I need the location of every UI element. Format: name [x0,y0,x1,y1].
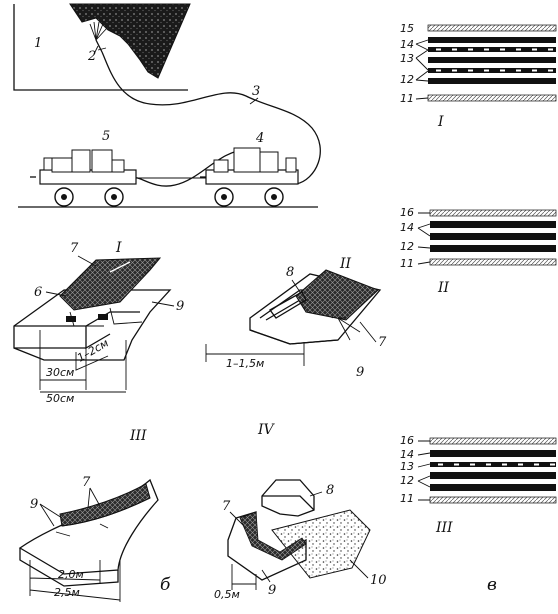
label-7-block-III: 7 [82,475,91,490]
roman-I-left: I [115,240,122,256]
roman-III-right: III [435,520,453,536]
block-IV [227,479,371,590]
roman-I-right: I [437,114,444,130]
cart-4 [200,147,299,207]
layer-section-II [429,209,557,266]
layer-label-12c: 12 [400,474,414,487]
block-I [13,257,172,393]
dim-30cm: 30см [46,366,74,379]
roman-IV: IV [257,422,276,438]
roman-III-left: III [129,428,147,444]
layer-label-12: 12 [400,73,414,86]
layer-section-III [429,437,557,504]
letter-v: в [487,575,497,595]
layer-label-16c: 16 [400,434,414,447]
layer-label-12b: 12 [400,240,414,253]
label-6: 6 [34,285,42,300]
dim-20m: 2,0м [58,568,84,581]
dim-1-15m: 1–1,5м [226,357,264,370]
label-7-block-II: 7 [378,335,387,350]
layer-label-15: 15 [400,22,414,35]
label-7-block-I: 7 [70,241,79,256]
dim-50cm: 50см [46,392,74,405]
layer-label-11: 11 [400,92,414,105]
layer-label-16b: 16 [400,206,414,219]
label-8-block-II: 8 [286,265,294,280]
block-II [205,269,382,366]
dim-05m: 0,5м [214,588,240,601]
layer-label-14: 14 [400,38,414,51]
layer-section-I [427,24,557,102]
label-7-block-IV: 7 [222,499,231,514]
cart-5 [30,149,137,207]
nozzle-icon [89,21,108,53]
label-9-block-II: 9 [356,365,364,380]
label-8-block-IV: 8 [326,483,334,498]
layer-label-11c: 11 [400,492,414,505]
letter-b: б [160,575,171,595]
label-9-block-I: 9 [176,299,184,314]
label-4: 4 [255,131,264,146]
layer-label-11b: 11 [400,257,414,270]
dim-25m: 2,5м [54,586,80,599]
label-2: 2 [87,49,96,64]
roman-II-left: II [339,256,352,272]
spraying-scene [13,3,321,208]
roman-II-right: II [437,280,450,296]
label-10: 10 [370,573,387,588]
layer-label-13c: 13 [400,460,414,473]
layer-label-14b: 14 [400,221,414,234]
label-9-block-IV: 9 [268,583,276,598]
label-3: 3 [252,84,260,99]
hose [101,51,321,185]
block-III [18,478,159,602]
label-1: 1 [34,36,42,51]
label-9-block-III: 9 [30,497,38,512]
layer-label-13: 13 [400,52,414,65]
layer-label-14c: 14 [400,448,414,461]
label-5: 5 [102,129,110,144]
